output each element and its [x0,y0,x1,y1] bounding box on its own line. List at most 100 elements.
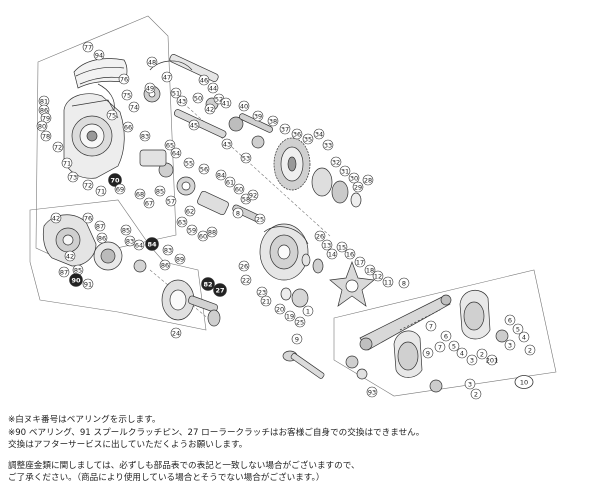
callout-marker [232,207,244,219]
callout-label: 9 [295,335,299,343]
callout-marker [176,95,188,107]
callout-label: 22 [242,276,250,284]
callout-label: 73 [69,173,77,181]
callout-marker [220,97,232,109]
callout-label: 6 [508,316,512,324]
callout-8: 8 [232,207,244,219]
callout-label: 33 [324,141,332,149]
callout-30: 30 [348,172,360,184]
callout-201: 201 [486,354,498,366]
callout-marker [162,244,174,256]
callout-74: 74 [128,101,140,113]
callout-18: 18 [364,264,376,276]
callout-label: 84 [147,240,157,248]
callout-label: 19 [286,312,294,320]
callout-label: 84 [217,171,225,179]
callout-marker [121,89,133,101]
callout-marker [114,183,126,195]
callout-24: 24 [170,327,182,339]
callout-76: 76 [118,73,130,85]
callout-label: 42 [66,252,74,260]
callout-33: 33 [322,139,334,151]
callout-label: 4 [460,349,464,357]
callout-marker [294,316,306,328]
callout-marker [260,295,272,307]
callout-label: 86 [40,106,48,114]
callout-marker [144,82,156,94]
callout-label: 72 [84,181,92,189]
callout-92: 92 [247,189,259,201]
callout-label: 55 [185,159,193,167]
callout-label: 26 [316,232,324,240]
callout-label: 43 [223,140,231,148]
callout-marker [197,230,209,242]
callout-28: 28 [362,174,374,186]
thumb-bar-part [73,58,128,89]
callout-label: 86 [98,234,106,242]
callout-label: 77 [84,43,92,51]
callout-marker [267,115,279,127]
callout-marker [256,286,268,298]
callout-marker [82,212,94,224]
callout-marker [207,82,219,94]
callout-87: 87 [94,220,106,232]
callout-marker [145,237,159,251]
callout-label: 83 [164,246,172,254]
callout-marker [425,320,437,332]
callout-marker [233,183,245,195]
callout-marker [434,341,446,353]
worm-shaft-part [149,54,227,138]
callout-label: 201 [486,356,498,364]
callout-5: 5 [512,323,524,335]
callout-label: 46 [200,76,208,84]
callout-66: 66 [122,121,134,133]
callout-label: 7 [429,322,433,330]
callout-marker [206,226,218,238]
callout-marker [254,213,266,225]
callout-marker [291,128,303,140]
callout-26: 26 [238,260,250,272]
handle-bolt-part [282,350,325,379]
callout-86: 86 [159,259,171,271]
callout-marker [184,205,196,217]
callout-75: 75 [106,109,118,121]
callout-label: 83 [141,132,149,140]
callout-20: 20 [274,303,286,315]
handle-nut-parts [345,355,368,380]
callout-17: 17 [354,256,366,268]
callout-29: 29 [352,181,364,193]
callout-72: 72 [82,179,94,191]
right-frame-part [259,223,309,281]
callout-marker [514,375,534,389]
callout-marker [50,212,62,224]
callout-marker [188,119,200,131]
callout-label: 8 [236,209,240,217]
callout-marker [124,235,136,247]
callout-6: 6 [504,314,516,326]
callout-94: 94 [93,49,105,61]
callout-marker [183,157,195,169]
callout-marker [161,71,173,83]
callout-13: 13 [321,239,333,251]
callout-marker [372,270,384,282]
callout-label: 13 [323,241,331,249]
callout-43: 43 [221,138,233,150]
callout-label: 10 [520,378,528,386]
callout-label: 76 [120,75,128,83]
callout-1: 1 [302,305,314,317]
callout-12: 12 [372,270,384,282]
callout-68: 68 [134,188,146,200]
callout-marker [94,220,106,232]
callout-14: 14 [326,248,338,260]
callout-marker [322,139,334,151]
callout-2: 2 [470,388,482,400]
callout-2: 2 [524,344,536,356]
callout-marker [486,354,498,366]
callout-marker [352,181,364,193]
callout-22: 22 [240,274,252,286]
callout-label: 44 [209,84,217,92]
callout-label: 74 [130,103,138,111]
callout-label: 11 [384,278,392,286]
callout-marker [326,248,338,260]
callout-marker [348,172,360,184]
